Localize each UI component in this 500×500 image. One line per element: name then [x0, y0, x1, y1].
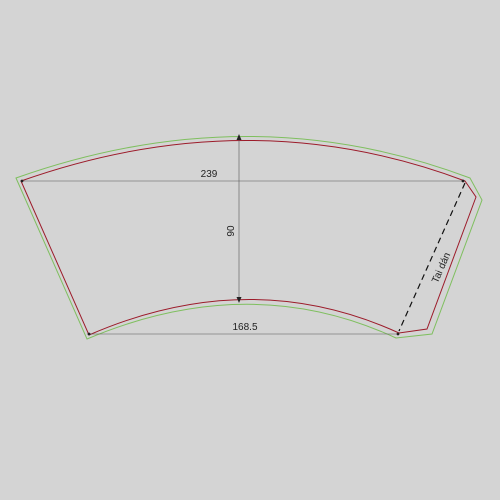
height-arrow-top [236, 134, 242, 140]
glue-tab-fold-line [398, 182, 466, 332]
height-label: 90 [226, 225, 237, 237]
bottom-width-right-marker [396, 332, 400, 336]
top-width-right-marker [461, 179, 465, 183]
bleed-outline [15, 136, 483, 340]
cut-outline [20, 140, 477, 336]
top-width-left-marker [20, 179, 24, 183]
height-arrow-bottom [236, 297, 242, 303]
bottom-width-left-marker [87, 332, 91, 336]
top-width-label: 239 [201, 169, 218, 180]
bottom-width-label: 168.5 [232, 322, 257, 333]
